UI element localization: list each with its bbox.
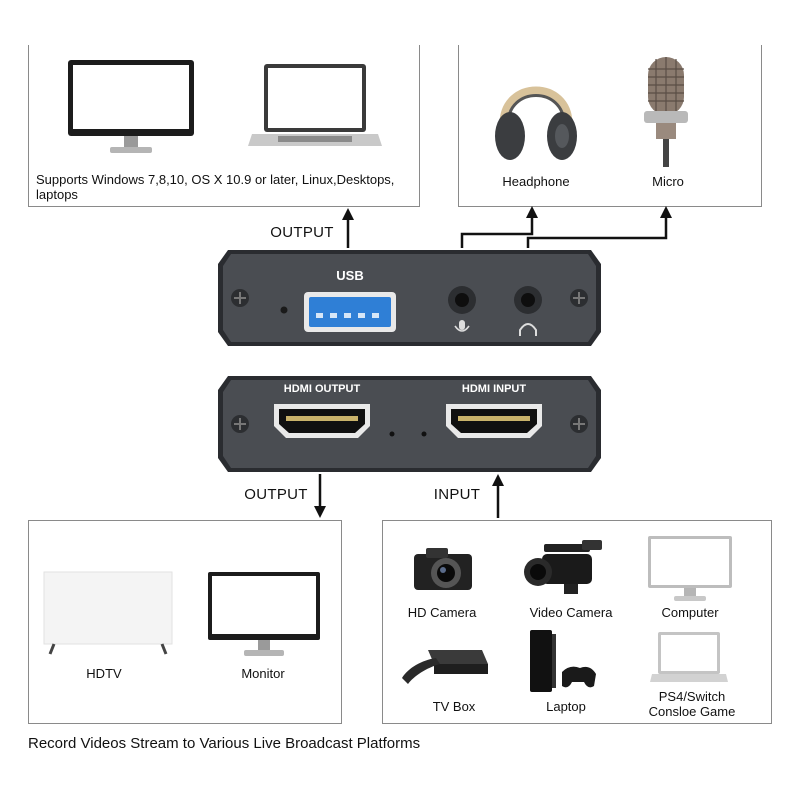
top-right-item-label: Micro [652,174,684,189]
laptop-icon [248,64,382,146]
usb-port-label: USB [336,268,364,283]
hd-camera-icon [414,548,472,590]
bottom-right-item-label: PS4/Switch Consloe Game [648,689,736,719]
playstation-console-icon [530,630,596,692]
hdtv-icon [43,571,173,655]
footer-caption: Record Videos Stream to Various Live Bro… [28,735,421,752]
monitor-icon [208,572,320,656]
video-camera-icon [524,540,602,594]
top-right-item-label: Headphone [502,174,570,189]
capture-device-bottom: HDMI OUTPUT HDMI INPUT [218,376,601,472]
os-support-text: Supports Windows 7,8,10, OS X 10.9 or la… [36,172,395,202]
bottom-right-item-label: Video Camera [529,605,613,620]
hdmi-input-port-label: HDMI INPUT [461,383,527,395]
desktop-monitor-icon [68,60,194,153]
hdmi-output-port-label: HDMI OUTPUT [283,383,361,395]
bottom-right-item-label: HD Camera [407,605,477,620]
bottom-left-item-label: Monitor [241,666,285,681]
top-output-label: OUTPUT [270,224,334,241]
bottom-output-label: OUTPUT [244,486,308,503]
microphone-icon [644,57,688,167]
headphone-icon [495,86,577,160]
bottom-right-item-label: TV Box [432,699,476,714]
bottom-right-item-label: Computer [661,605,719,620]
tv-box-icon [402,650,488,684]
bottom-input-label: INPUT [433,486,481,503]
bottom-left-item-label: HDTV [86,666,122,681]
capture-device-top: USB [218,250,601,346]
laptop-icon [650,632,728,682]
bottom-right-item-label: Laptop [546,699,586,714]
computer-icon [648,536,732,601]
